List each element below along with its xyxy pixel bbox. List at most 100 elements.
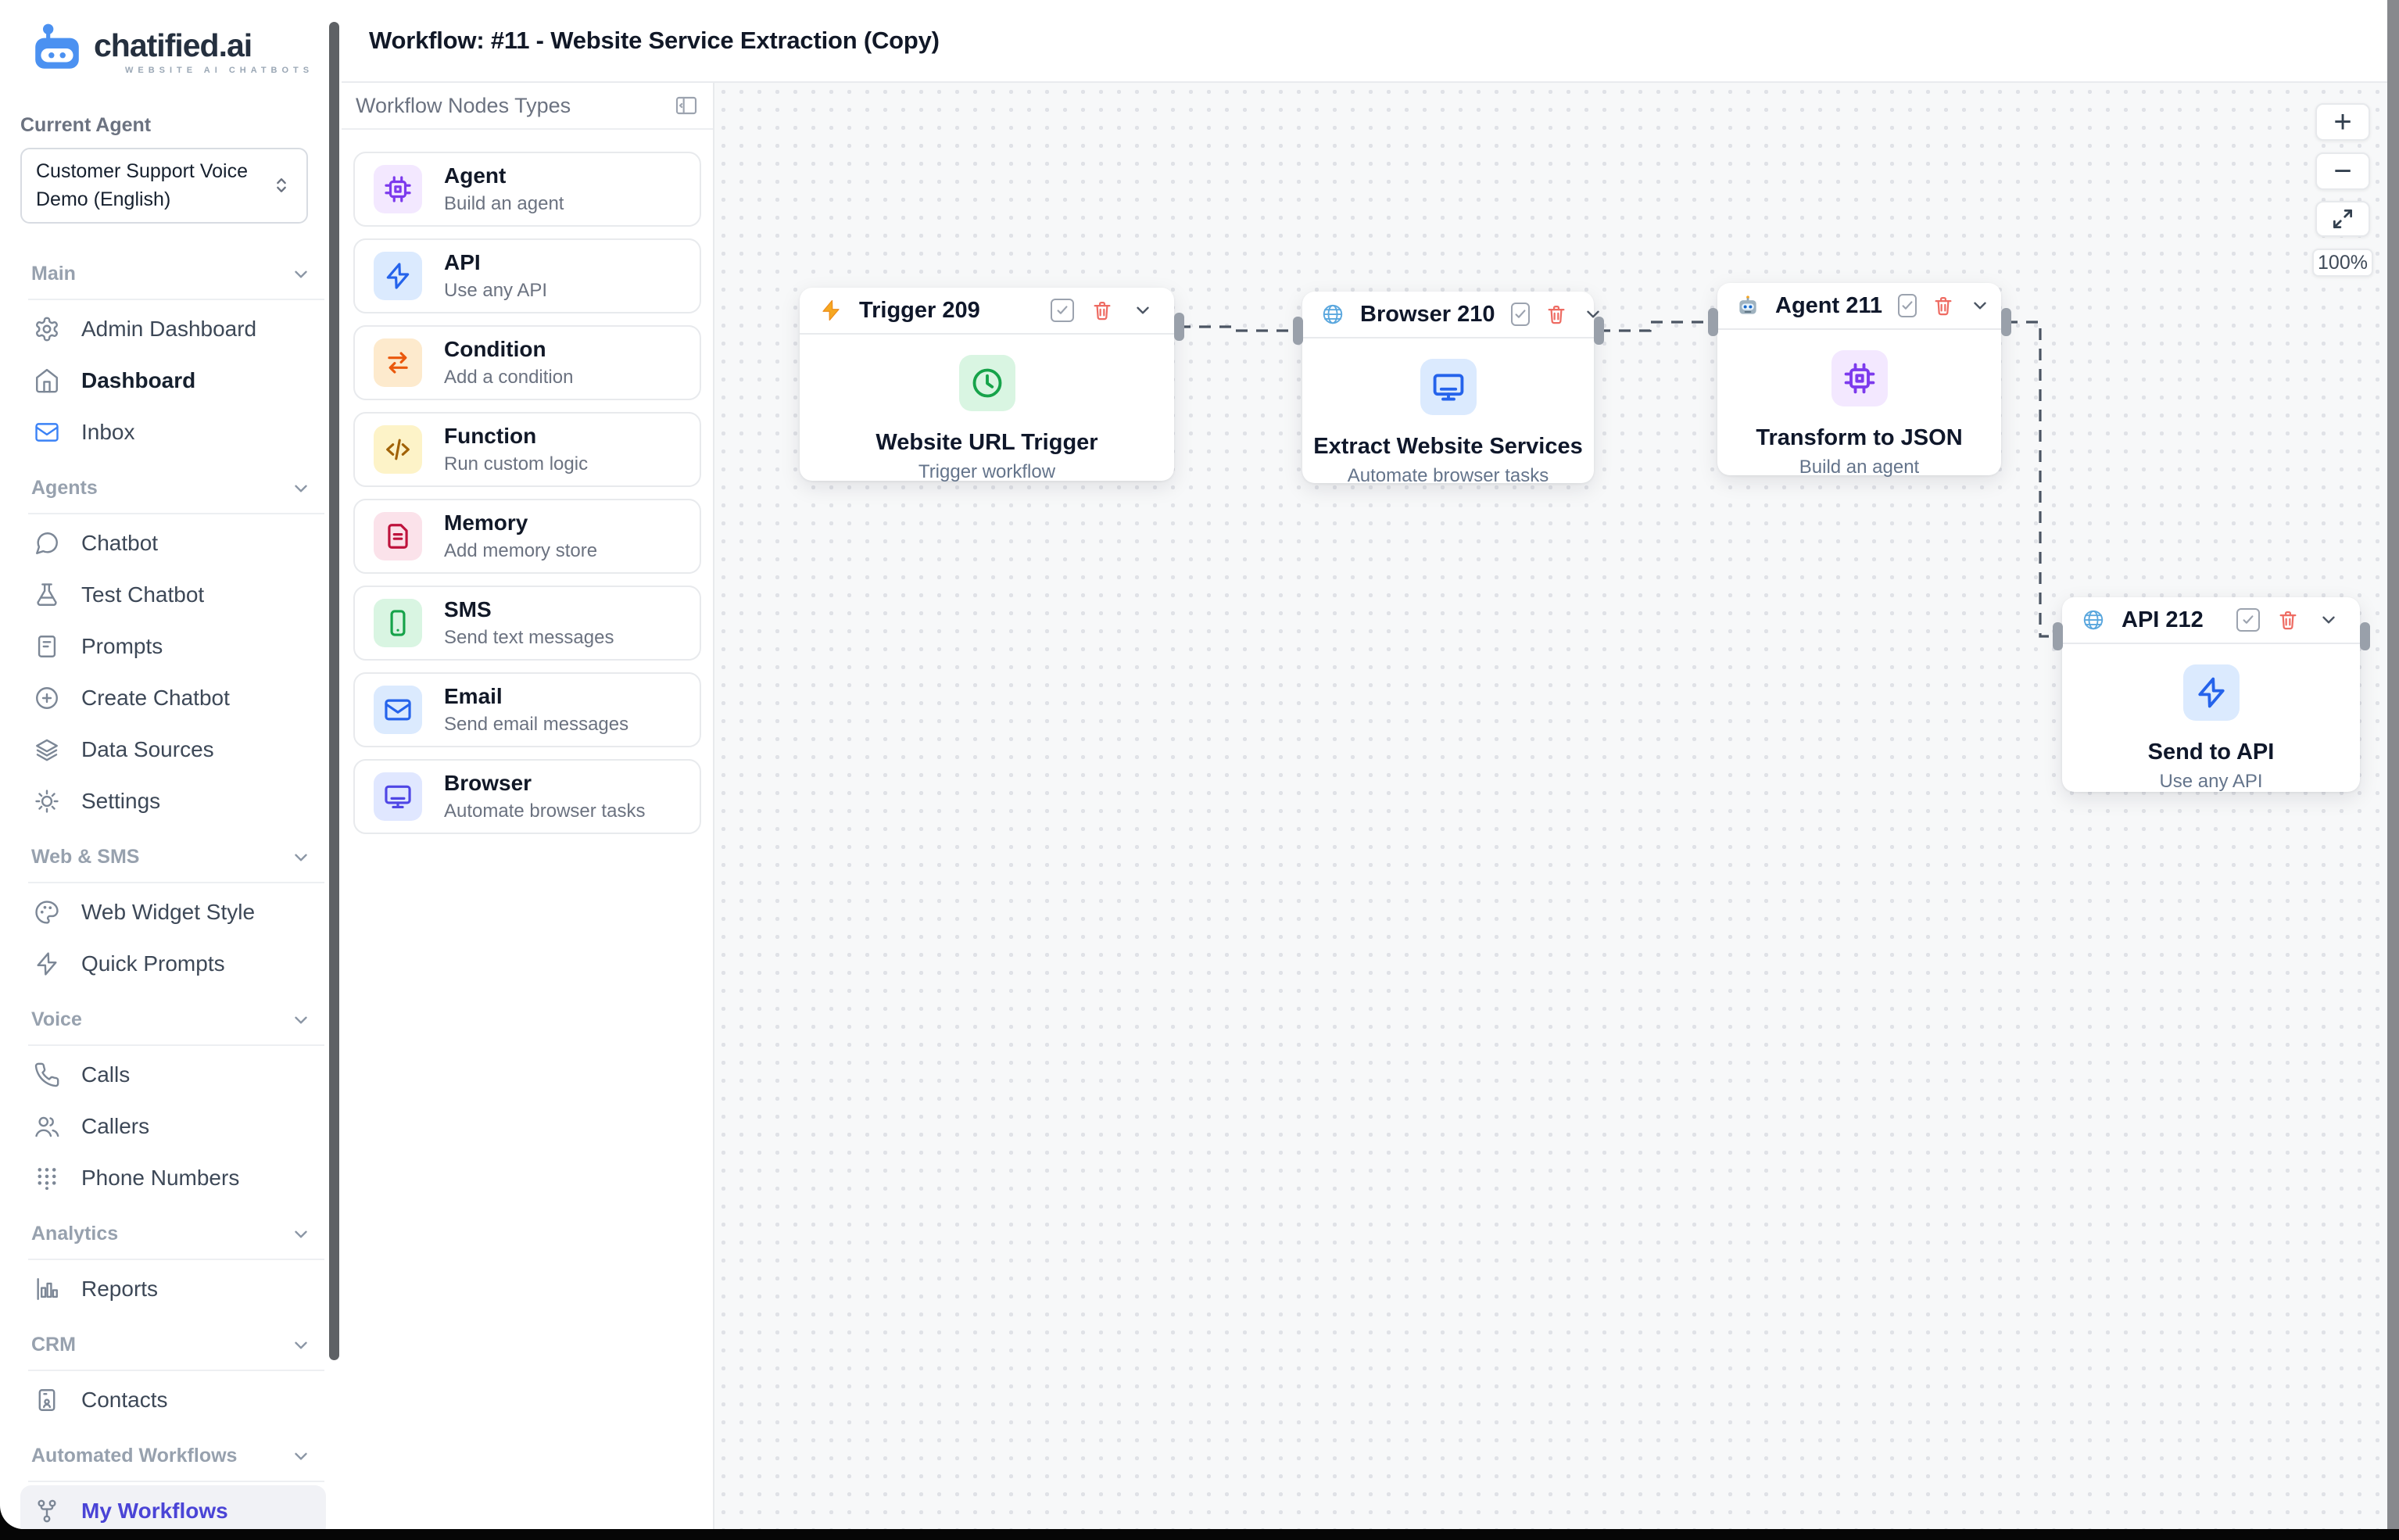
sidebar-item-reports[interactable]: Reports [20, 1263, 326, 1315]
chevron-up-down-icon [267, 171, 295, 199]
checkbox-checked-icon[interactable] [1510, 303, 1530, 326]
sidebar-item-label: Chatbot [81, 530, 159, 555]
sidebar-item-my-workflows[interactable]: My Workflows [20, 1484, 326, 1529]
chevron-down-icon[interactable] [2316, 607, 2341, 632]
fit-view-button[interactable] [2315, 201, 2370, 237]
connection-handle-left[interactable] [2052, 622, 2063, 650]
titlebar: Workflow: #11 - Website Service Extracti… [342, 0, 2399, 83]
connection-handle-right[interactable] [2000, 308, 2011, 336]
agent-select[interactable]: Customer Support Voice Demo (English) [20, 148, 308, 224]
node-header: Agent 211 [1717, 283, 2001, 330]
sidebar-item-settings[interactable]: Settings [20, 775, 326, 827]
palette-item-subtitle: Send text messages [444, 626, 614, 648]
current-agent-label: Current Agent [20, 114, 152, 136]
mail-icon [374, 686, 422, 734]
connection-handle-left[interactable] [1707, 308, 1718, 336]
sidebar-item-web-widget-style[interactable]: Web Widget Style [20, 886, 326, 938]
section-divider [28, 1480, 324, 1482]
sidebar-item-admin-dashboard[interactable]: Admin Dashboard [20, 303, 326, 355]
sidebar-item-label: Test Chatbot [81, 582, 205, 607]
connection-handle-right[interactable] [1173, 313, 1184, 341]
sidebar-section-header-agents[interactable]: Agents [20, 464, 326, 513]
sidebar-item-calls[interactable]: Calls [20, 1049, 326, 1101]
panel-collapse-icon[interactable] [672, 91, 700, 120]
chevron-down-icon[interactable] [1970, 293, 1990, 318]
connection-handle-right[interactable] [2359, 622, 2370, 650]
sidebar-item-phone-numbers[interactable]: Phone Numbers [20, 1152, 326, 1204]
sidebar-item-dashboard[interactable]: Dashboard [20, 355, 326, 406]
section-divider [28, 298, 324, 300]
checkbox-checked-icon[interactable] [2236, 608, 2260, 632]
sidebar-item-prompts[interactable]: Prompts [20, 621, 326, 672]
sidebar-item-chatbot[interactable]: Chatbot [20, 518, 326, 569]
sidebar-item-inbox[interactable]: Inbox [20, 406, 326, 458]
sidebar-section-header-crm[interactable]: CRM [20, 1321, 326, 1370]
sidebar-section-header-voice[interactable]: Voice [20, 996, 326, 1044]
sidebar-scrollbar[interactable] [329, 22, 339, 1360]
checkbox-checked-icon[interactable] [1051, 299, 1074, 322]
palette-item-title: Memory [444, 510, 528, 535]
sidebar-item-data-sources[interactable]: Data Sources [20, 724, 326, 775]
brand-name: chatified.ai [94, 27, 252, 63]
monitor-icon [374, 772, 422, 821]
main-area: Workflow: #11 - Website Service Extracti… [342, 0, 2399, 1529]
dialpad-icon [33, 1164, 61, 1192]
page-scrollbar[interactable] [2387, 0, 2399, 1529]
sidebar-section-header-analytics[interactable]: Analytics [20, 1210, 326, 1259]
trash-icon[interactable] [2275, 607, 2301, 632]
node-body-subtitle: Automate browser tasks [1347, 465, 1549, 486]
sidebar-item-create-chatbot[interactable]: Create Chatbot [20, 672, 326, 724]
connection-handle-left[interactable] [1292, 317, 1303, 345]
sidebar-section-header-automated-workflows[interactable]: Automated Workflows [20, 1432, 326, 1481]
sidebar-item-contacts[interactable]: Contacts [20, 1374, 326, 1426]
swap-arrows-icon [374, 338, 422, 387]
plus-circle-icon [33, 684, 61, 712]
sidebar-item-callers[interactable]: Callers [20, 1101, 326, 1152]
zoom-in-button[interactable]: + [2315, 103, 2370, 141]
node-body-title: Transform to JSON [1756, 425, 1963, 450]
sidebar-section-header-main[interactable]: Main [20, 250, 326, 299]
trash-icon[interactable] [1090, 298, 1115, 323]
memory-file-icon [374, 512, 422, 560]
brand-tagline: WEBSITE AI CHATBOTS [125, 66, 314, 76]
cpu-icon [1831, 350, 1888, 406]
palette-item-subtitle: Automate browser tasks [444, 800, 646, 822]
checkbox-checked-icon[interactable] [1898, 294, 1917, 317]
zoom-out-button[interactable]: − [2315, 152, 2370, 190]
sidebar-item-quick-prompts[interactable]: Quick Prompts [20, 938, 326, 990]
layers-icon [33, 736, 61, 764]
sidebar-item-test-chatbot[interactable]: Test Chatbot [20, 569, 326, 621]
chevron-down-icon [287, 260, 315, 288]
chevron-down-icon[interactable] [1583, 302, 1603, 327]
connection-handle-right[interactable] [1593, 317, 1604, 345]
trash-icon[interactable] [1932, 293, 1954, 318]
lightning-bolt-icon [818, 298, 843, 323]
node-body-title: Website URL Trigger [875, 430, 1098, 455]
sidebar-item-label: Reports [81, 1276, 159, 1301]
chevron-down-icon [287, 475, 315, 503]
trash-icon[interactable] [1545, 302, 1567, 327]
chevron-down-icon[interactable] [1130, 298, 1155, 323]
sidebar-item-label: Callers [81, 1113, 150, 1138]
sidebar-item-label: Web Widget Style [81, 899, 256, 924]
palette-item-subtitle: Build an agent [444, 192, 564, 214]
sidebar-section-header-web-sms[interactable]: Web & SMS [20, 833, 326, 882]
